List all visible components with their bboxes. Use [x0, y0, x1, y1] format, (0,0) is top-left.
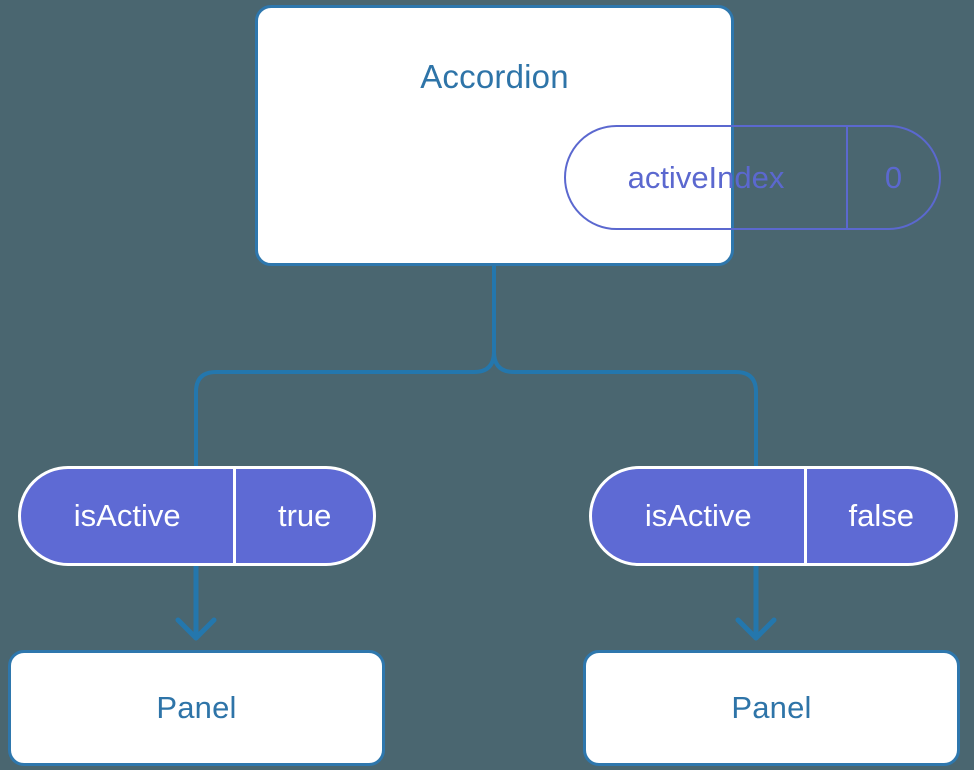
state-pill-isactive-left[interactable]: isActive true [18, 466, 376, 566]
arrow-down-icon-right [735, 563, 777, 641]
state-pill-activeindex-value: 0 [845, 127, 939, 228]
state-pill-activeindex[interactable]: activeIndex 0 [564, 125, 941, 230]
state-pill-isactive-right[interactable]: isActive false [589, 466, 958, 566]
node-panel-left-label: Panel [156, 690, 237, 725]
node-panel-right-label: Panel [731, 690, 812, 725]
branch-connector-path-right [492, 264, 758, 470]
node-accordion[interactable]: Accordion activeIndex 0 [255, 5, 941, 266]
branch-connector-path [194, 264, 496, 470]
state-pill-activeindex-key: activeIndex [627, 159, 785, 195]
node-panel-right[interactable]: Panel [583, 650, 960, 766]
state-pill-isactive-left-value: true [233, 469, 373, 563]
state-pill-isactive-right-value: false [804, 469, 955, 563]
node-accordion-label: Accordion [420, 58, 569, 95]
arrow-down-icon-left [175, 563, 217, 641]
state-pill-isactive-right-key: isActive [644, 498, 752, 533]
node-panel-left[interactable]: Panel [8, 650, 385, 766]
state-pill-isactive-left-key: isActive [73, 498, 181, 533]
